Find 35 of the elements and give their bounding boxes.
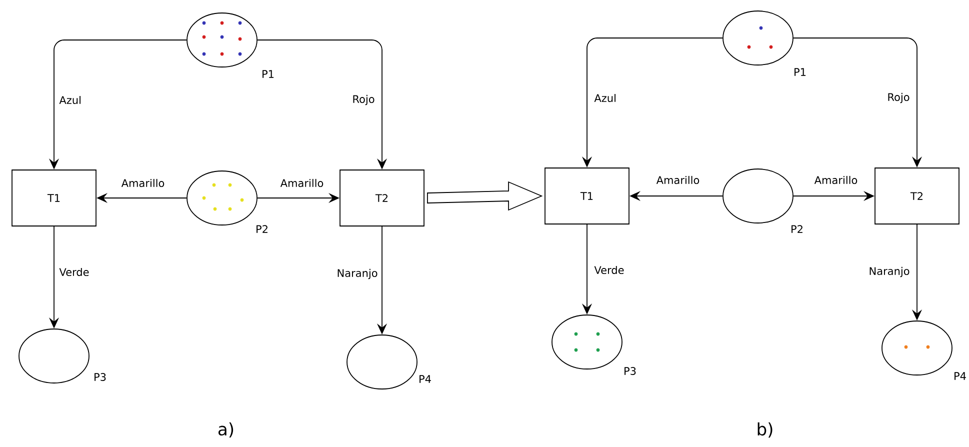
transition-box: T2	[340, 170, 424, 226]
transition-box: T1	[544, 168, 630, 224]
place-label: P2	[792, 225, 802, 233]
place-ellipse	[552, 314, 622, 370]
place-ellipse	[186, 170, 258, 226]
panel-label: a)	[218, 422, 234, 438]
edge-label: Azul	[59, 96, 80, 104]
edge-label: Naranjo	[870, 266, 910, 278]
transform-arrow	[427, 181, 543, 211]
edge-label: Amarillo	[280, 178, 324, 188]
place-label: P1	[262, 70, 274, 78]
edge-label: Rojo	[353, 94, 374, 106]
edge-label: Amarillo	[121, 178, 164, 188]
panel-label: b)	[758, 422, 772, 438]
place-ellipse	[18, 328, 90, 384]
place-label: P3	[94, 373, 106, 381]
edge-label: Verde	[594, 266, 624, 274]
place-ellipse	[186, 12, 258, 68]
transition-box: T2	[874, 168, 960, 224]
place-label: P2	[256, 225, 268, 233]
place-ellipse	[346, 334, 418, 390]
place-ellipse	[882, 320, 952, 376]
edge-label: Amarillo	[814, 176, 858, 184]
edge-label: Rojo	[888, 92, 910, 104]
edge-label: Verde	[59, 268, 89, 276]
place-label: P4	[954, 372, 966, 380]
place-ellipse	[722, 10, 794, 66]
edge-label: Naranjo	[338, 268, 378, 280]
place-label: P3	[624, 367, 636, 375]
place-ellipse	[722, 168, 794, 224]
edge-label: Amarillo	[656, 176, 700, 184]
edge-label: Azul	[594, 94, 616, 102]
transition-box: T1	[12, 170, 96, 226]
place-label: P1	[794, 68, 806, 76]
place-label: P4	[420, 375, 431, 383]
